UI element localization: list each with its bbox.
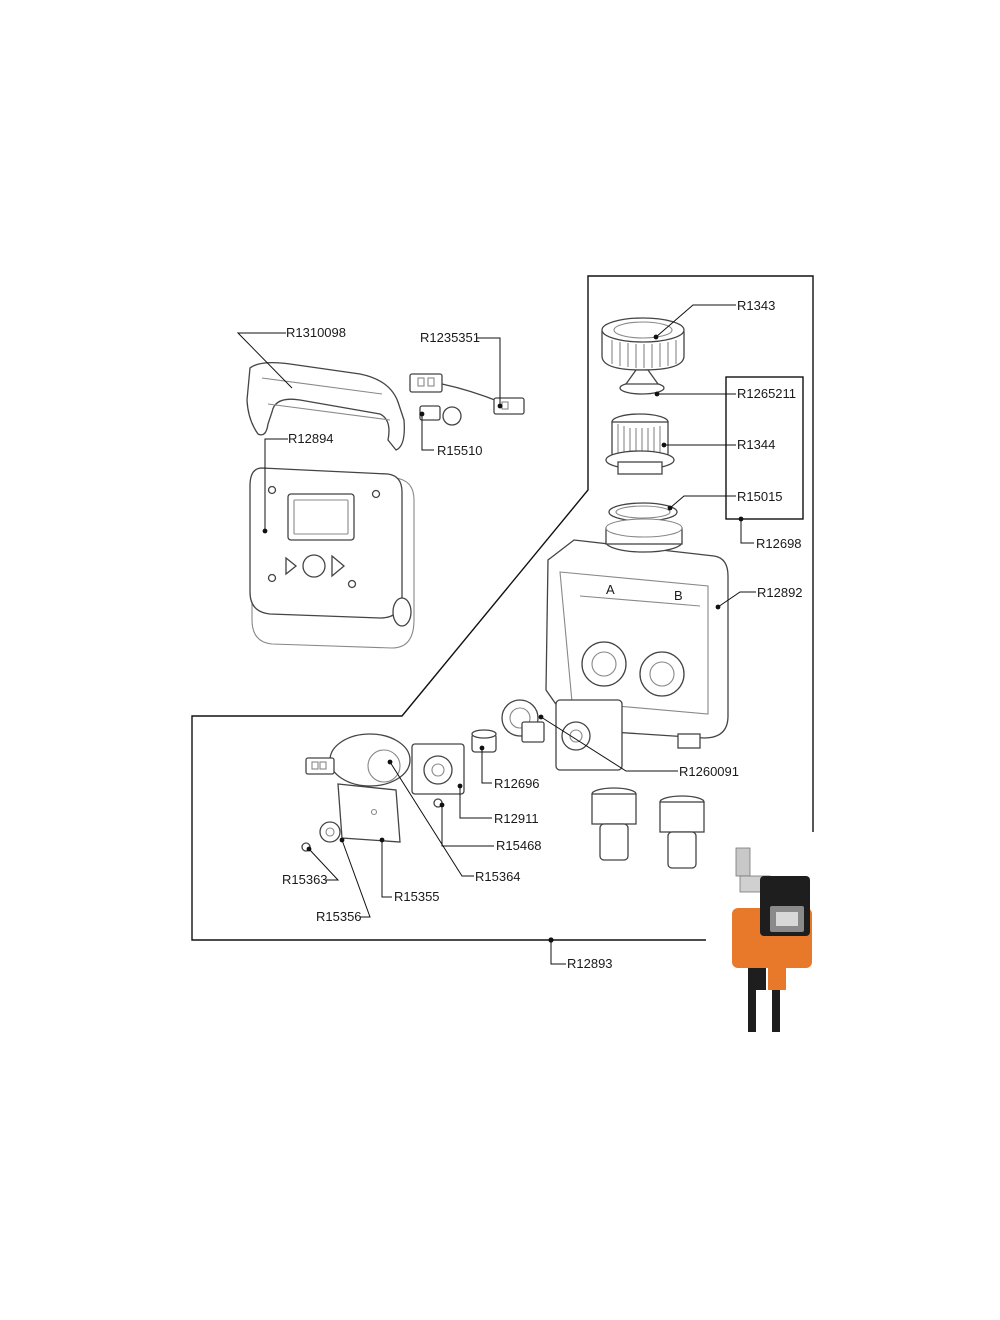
label-o-ring: R15015 xyxy=(737,489,783,504)
label-plunger: R12696 xyxy=(494,776,540,791)
port-b-marking: B xyxy=(674,588,683,603)
coil-part xyxy=(305,733,411,787)
nut-part xyxy=(601,317,685,371)
label-solenoid-valve: R1260091 xyxy=(679,764,739,779)
bracket-part xyxy=(337,783,401,843)
label-coil: R15364 xyxy=(475,869,521,884)
washer-part xyxy=(319,821,341,843)
solenoid-valve-part xyxy=(501,699,623,771)
label-cable-clip: R15510 xyxy=(437,443,483,458)
lid-part xyxy=(246,362,405,451)
hose-connector-left xyxy=(591,787,637,861)
small-seal-part xyxy=(411,743,465,795)
o-ring-part xyxy=(608,502,678,522)
port-a-marking: A xyxy=(606,582,615,597)
label-small-seal: R12911 xyxy=(494,811,539,826)
label-screw-b: R15363 xyxy=(282,872,328,887)
cable-part xyxy=(409,373,525,426)
assembly-frame xyxy=(191,275,814,941)
label-washer: R15356 xyxy=(316,909,362,924)
product-photo xyxy=(732,847,812,1032)
adapter-kit-frame xyxy=(725,376,804,520)
label-screw-a: R15468 xyxy=(496,838,542,853)
label-cable: R1235351 xyxy=(420,330,480,345)
filter-adapter-part xyxy=(605,413,675,475)
valve-body-part: A B xyxy=(545,518,729,749)
label-bracket: R15355 xyxy=(394,889,440,904)
plunger-part xyxy=(471,729,497,753)
label-nut: R1343 xyxy=(737,298,775,313)
label-valve-body: R12892 xyxy=(757,585,803,600)
label-lid: R1310098 xyxy=(286,325,346,340)
label-adapter-kit: R12698 xyxy=(756,536,802,551)
controller-part xyxy=(249,467,415,649)
label-valve-assembly: R12893 xyxy=(567,956,613,971)
hose-connector-right xyxy=(659,795,705,869)
label-controller: R12894 xyxy=(288,431,334,446)
cone-seal-part xyxy=(619,369,665,395)
label-cone-seal: R1265211 xyxy=(737,386,796,401)
label-filter-adapter: R1344 xyxy=(737,437,775,452)
